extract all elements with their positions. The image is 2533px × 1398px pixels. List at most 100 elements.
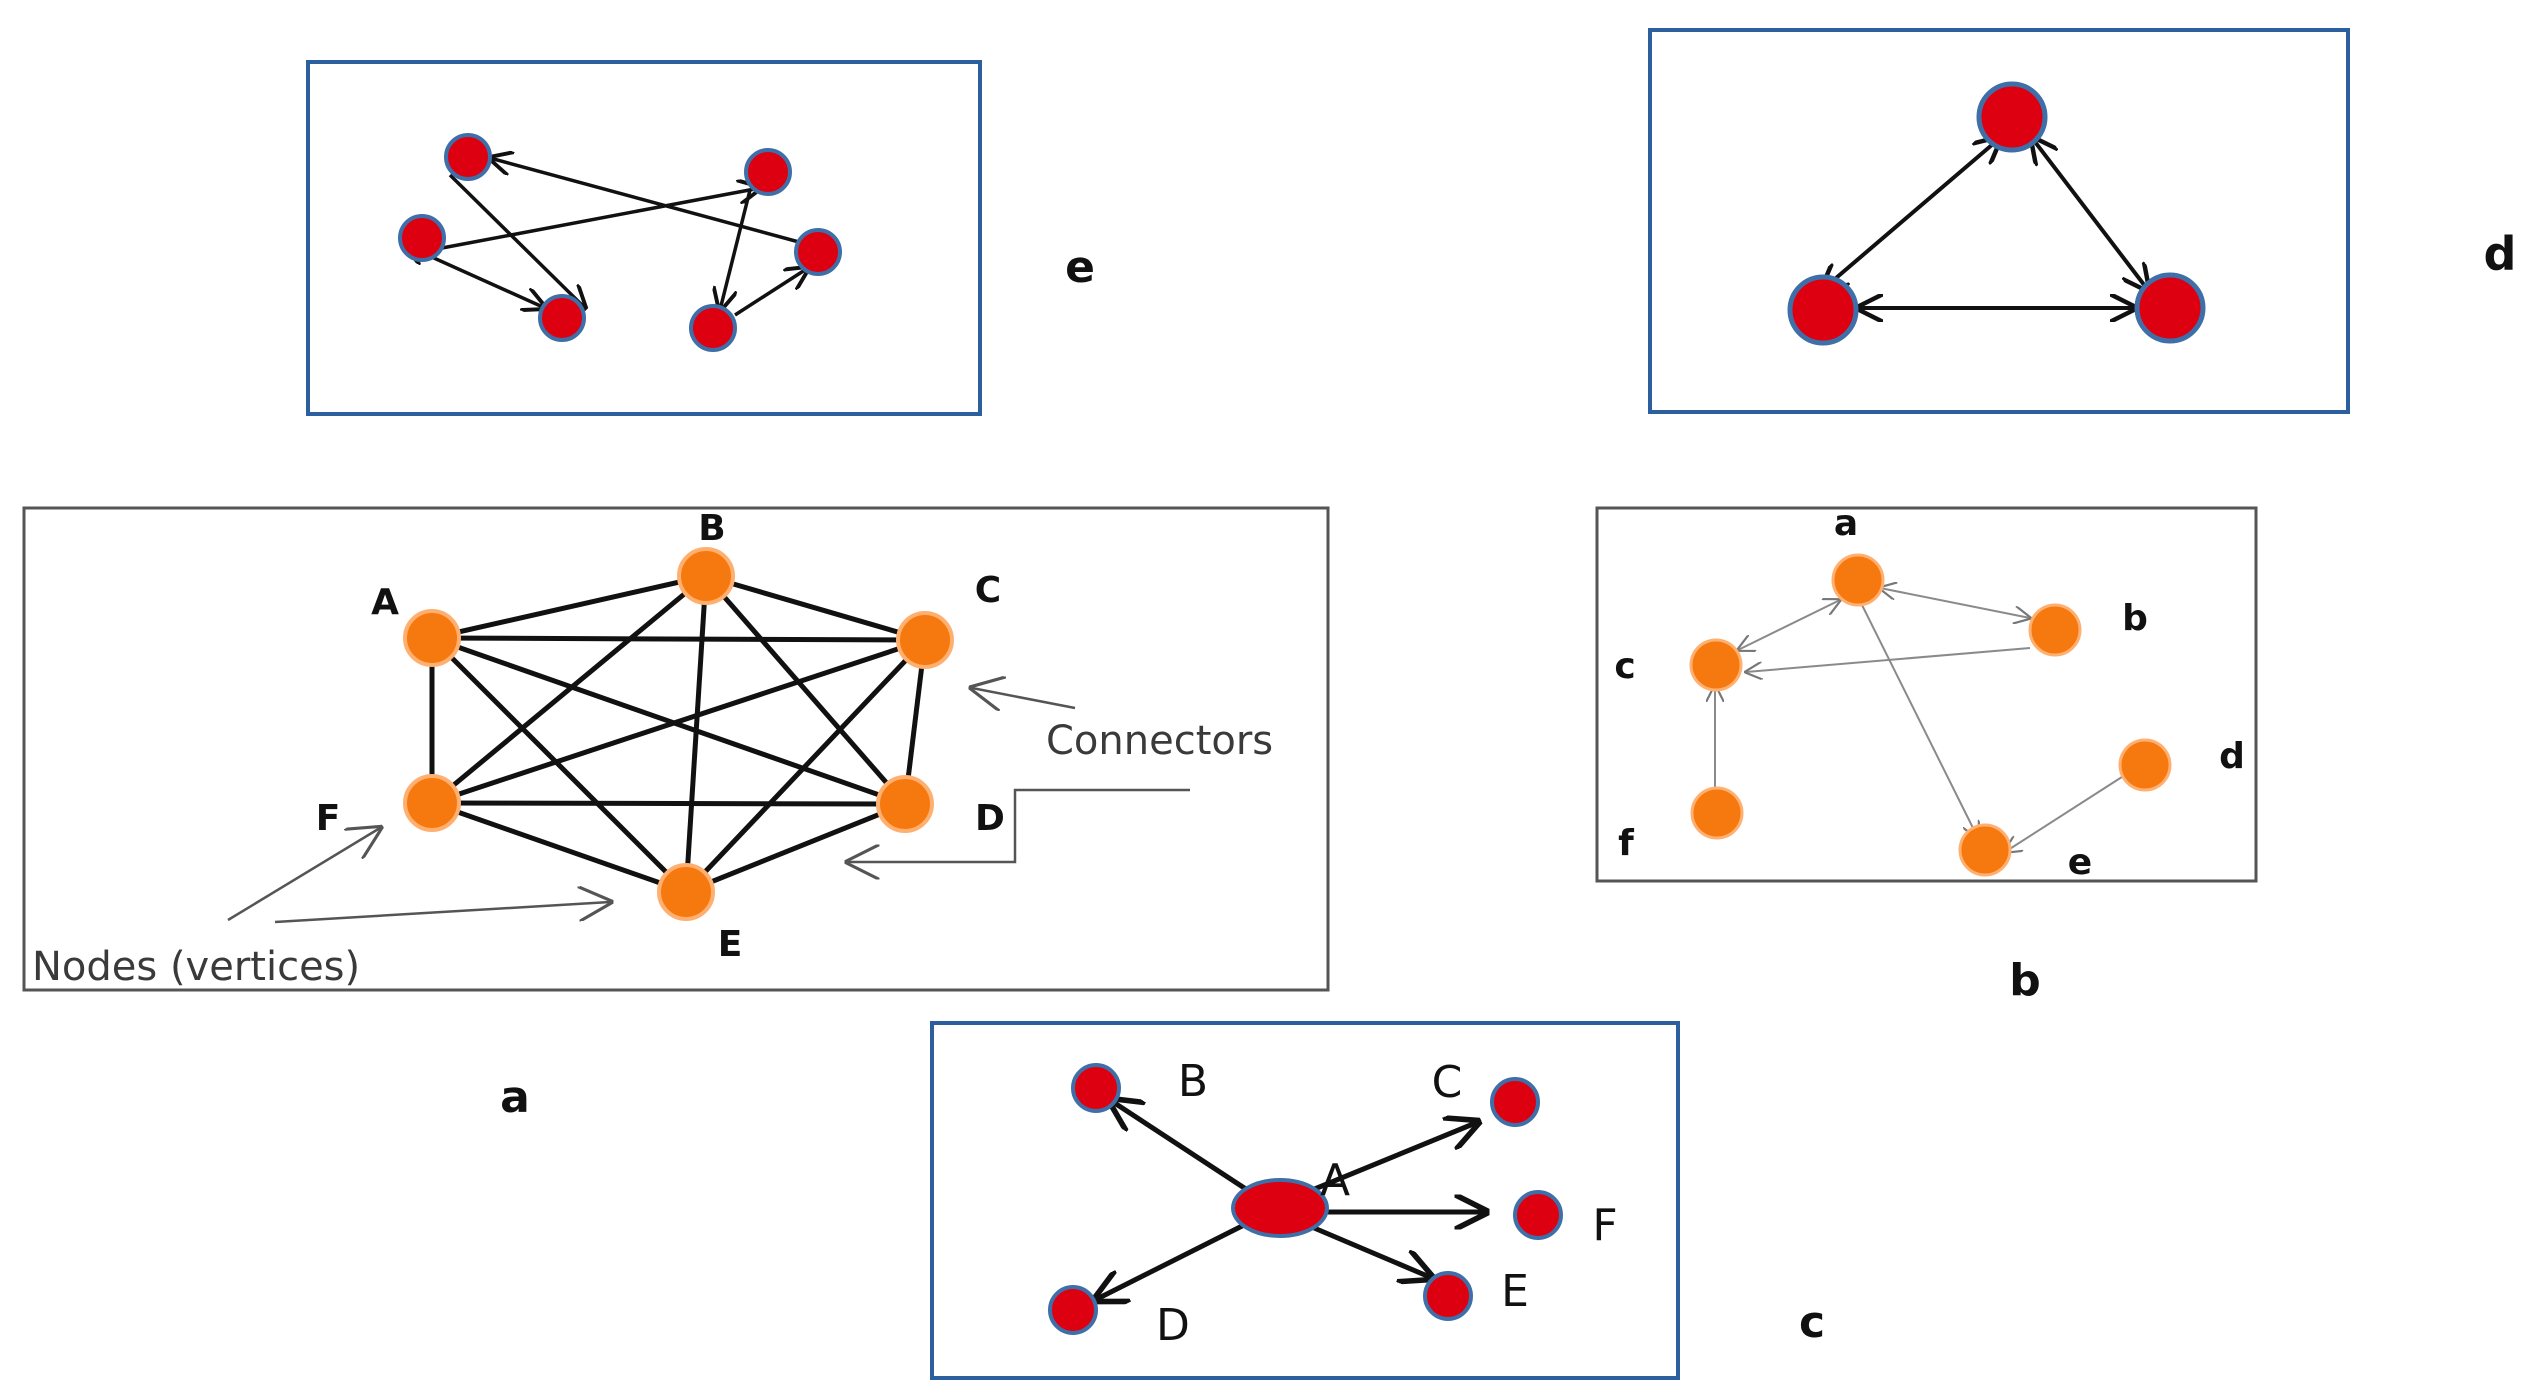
connectors-arrow-2 bbox=[848, 788, 1190, 862]
node-a-A bbox=[403, 609, 461, 667]
panel-b-frame bbox=[1595, 506, 2258, 883]
panel-e-frame bbox=[306, 60, 982, 416]
edge-c-AB bbox=[1110, 1100, 1257, 1198]
edge-a-cf bbox=[431, 637, 926, 806]
panel-d-nodes bbox=[1787, 81, 2206, 346]
panel-b: a b c d e f bbox=[1595, 503, 2258, 883]
node-b-f bbox=[1690, 786, 1744, 840]
edge-a-ad bbox=[431, 635, 906, 807]
panel-e bbox=[306, 60, 982, 416]
label-a-C: C bbox=[975, 570, 1001, 611]
node-c-B bbox=[1071, 1063, 1121, 1113]
edge-a-ac bbox=[431, 635, 926, 643]
node-a-B bbox=[677, 547, 735, 605]
edge-a-ef bbox=[431, 800, 687, 895]
edge-a-de bbox=[685, 801, 906, 895]
node-e6 bbox=[689, 304, 737, 352]
panel-a-frame bbox=[22, 506, 1330, 992]
panel-d-edges bbox=[1822, 138, 2148, 308]
edge-a-be bbox=[683, 575, 709, 893]
panel-a-annotation-arrows bbox=[227, 688, 1190, 924]
node-b-c bbox=[1689, 638, 1743, 692]
label-b-f: f bbox=[1618, 823, 1634, 864]
label-b-a: a bbox=[1834, 503, 1858, 544]
node-e3 bbox=[398, 214, 446, 262]
panel-c-edges bbox=[1095, 1100, 1486, 1300]
label-a-E: E bbox=[718, 924, 743, 965]
panel-d-frame bbox=[1648, 28, 2350, 414]
edge-a-ae bbox=[430, 636, 688, 894]
edge-e5 bbox=[720, 189, 752, 310]
panel-a: A B C D E F Connectors Nodes (vertices) bbox=[22, 506, 1330, 992]
edge-b-ae bbox=[1861, 604, 1978, 838]
node-c-A bbox=[1231, 1178, 1329, 1238]
nodes-annotation: Nodes (vertices) bbox=[32, 944, 360, 990]
panel-a-caption: a bbox=[500, 1072, 530, 1123]
panel-e-nodes bbox=[398, 133, 842, 352]
panel-a-edges bbox=[429, 573, 928, 895]
label-b-c: c bbox=[1614, 646, 1635, 687]
edge-e3 bbox=[441, 188, 760, 250]
label-b-e: e bbox=[2068, 842, 2092, 883]
node-e4 bbox=[794, 228, 842, 276]
edge-b-de bbox=[2005, 774, 2126, 852]
edge-d2 bbox=[2032, 138, 2148, 290]
edge-e6 bbox=[734, 268, 808, 317]
node-b-a bbox=[1831, 553, 1885, 607]
node-c-E bbox=[1423, 1271, 1473, 1321]
panel-c-node-labels: A B C D E F bbox=[1156, 1056, 1618, 1351]
panel-d bbox=[1648, 28, 2350, 414]
label-c-C: C bbox=[1432, 1057, 1463, 1108]
panel-a-node-labels: A B C D E F bbox=[316, 508, 1005, 965]
panel-b-edges bbox=[1715, 588, 2126, 852]
label-b-d: d bbox=[2219, 736, 2245, 777]
panel-c-nodes bbox=[1048, 1063, 1563, 1335]
edge-a-ce bbox=[684, 638, 927, 894]
panel-b-node-labels: a b c d e f bbox=[1614, 503, 2245, 883]
label-c-F: F bbox=[1592, 1200, 1617, 1251]
node-e2 bbox=[744, 148, 792, 196]
nodes-arrow-1 bbox=[227, 828, 380, 922]
node-a-E bbox=[657, 863, 715, 921]
node-e1 bbox=[444, 133, 492, 181]
label-c-D: D bbox=[1156, 1300, 1190, 1351]
node-c-F bbox=[1513, 1190, 1563, 1240]
node-d-left bbox=[1787, 274, 1859, 346]
label-c-B: B bbox=[1178, 1056, 1208, 1107]
edge-a-ab bbox=[431, 573, 707, 641]
node-d-top bbox=[1976, 81, 2048, 153]
panel-c-frame bbox=[930, 1021, 1680, 1380]
node-a-F bbox=[403, 774, 461, 832]
connectors-arrow-1 bbox=[972, 688, 1076, 708]
panel-b-nodes bbox=[1689, 553, 2172, 877]
node-c-D bbox=[1048, 1285, 1098, 1335]
node-d-right bbox=[2134, 272, 2206, 344]
panel-c: A B C D E F bbox=[930, 1021, 1680, 1380]
edge-b-ab bbox=[1880, 588, 2030, 618]
node-a-D bbox=[876, 775, 934, 833]
edge-a-df bbox=[431, 800, 906, 807]
panel-b-caption: b bbox=[2009, 955, 2041, 1006]
label-a-B: B bbox=[698, 508, 725, 549]
edge-d1 bbox=[1822, 138, 2000, 290]
node-c-C bbox=[1490, 1077, 1540, 1127]
label-a-A: A bbox=[371, 582, 399, 623]
edge-c-AD bbox=[1095, 1219, 1252, 1300]
nodes-arrow-2 bbox=[274, 902, 610, 924]
edge-e2 bbox=[490, 158, 811, 247]
edge-a-bf bbox=[430, 574, 708, 805]
label-a-D: D bbox=[975, 798, 1005, 839]
label-c-A: A bbox=[1320, 1155, 1350, 1206]
panel-c-caption: c bbox=[1799, 1297, 1825, 1348]
label-c-E: E bbox=[1501, 1266, 1529, 1317]
node-a-C bbox=[896, 611, 954, 669]
edge-a-bc bbox=[705, 573, 926, 643]
edge-b-bc bbox=[1746, 647, 2031, 672]
label-a-F: F bbox=[316, 798, 341, 839]
node-b-d bbox=[2118, 738, 2172, 792]
panel-e-caption: e bbox=[1065, 242, 1095, 293]
edge-a-bd bbox=[704, 574, 907, 806]
edge-c-AE bbox=[1299, 1219, 1432, 1278]
connectors-annotation: Connectors bbox=[1046, 718, 1273, 764]
